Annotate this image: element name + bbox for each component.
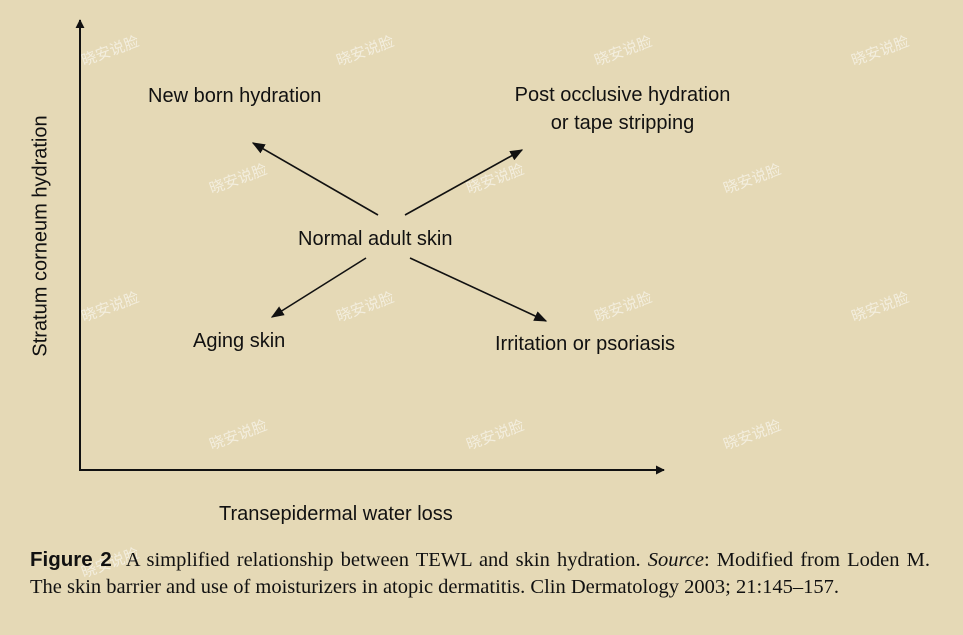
figure-label: Figure 2 (30, 548, 112, 571)
label-post-occlusive-line1: Post occlusive hydration (514, 84, 731, 106)
label-irritation-psoriasis: Irritation or psoriasis (495, 333, 676, 355)
arrow-to-irritation (409, 257, 548, 322)
arrow-to-new-born (251, 142, 379, 216)
arrow-to-post-occlusive (404, 149, 524, 216)
label-post-occlusive-line2: or tape stripping (550, 112, 695, 134)
figure-caption: Figure 2 A simplified relationship betwe… (30, 546, 930, 601)
arrow-to-aging (270, 257, 367, 318)
y-axis-label: Stratum corneum hydration (29, 115, 52, 357)
label-new-born-hydration: New born hydration (148, 85, 322, 107)
caption-source-label: Source (647, 549, 704, 571)
label-post-occlusive: Post occlusive hydration or tape strippi… (490, 81, 755, 137)
caption-source-text: : Modified from Loden M. The skin barrie… (30, 549, 930, 598)
label-normal-adult-skin: Normal adult skin (298, 228, 453, 250)
caption-text: A simplified relationship between TEWL a… (125, 549, 641, 571)
x-axis-label: Transepidermal water loss (219, 503, 453, 525)
label-aging-skin: Aging skin (193, 330, 286, 352)
